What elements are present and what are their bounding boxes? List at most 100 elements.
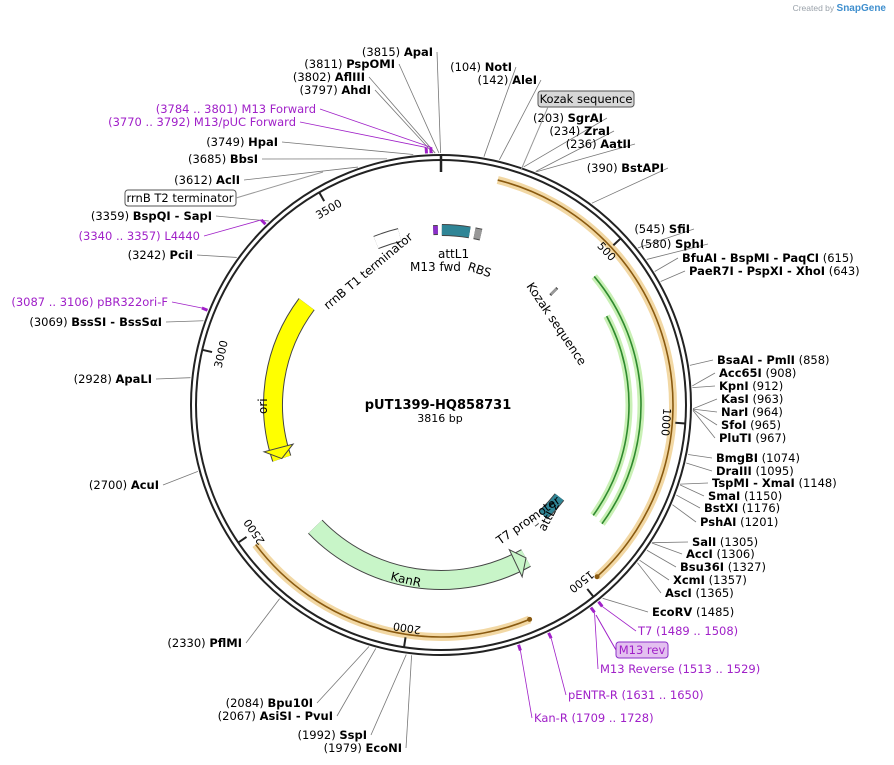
primer-site[interactable]: M13 Reverse (1513 .. 1529) [589, 606, 760, 676]
site-leader-line [654, 257, 679, 272]
primer-leader-line [602, 606, 637, 632]
restriction-site[interactable]: AccI (1306) [651, 542, 755, 561]
restriction-site[interactable]: AscI (1365) [637, 562, 734, 600]
credit-prefix: Created by [792, 3, 835, 13]
restriction-site[interactable]: SfoI (965) [692, 409, 781, 432]
site-position: (142) [477, 73, 512, 87]
site-leader-line [436, 51, 441, 154]
restriction-site[interactable]: (1992) SspI [297, 654, 407, 742]
restriction-site[interactable]: SmaI (1150) [679, 484, 782, 503]
tick-mark [403, 637, 407, 648]
restriction-site[interactable]: PaeR7I - PspXI - XhoI (643) [660, 264, 860, 282]
site-name: PspOMI [346, 57, 395, 71]
restriction-site[interactable]: Acc65I (908) [692, 366, 796, 387]
restriction-site[interactable]: (1979) EcoNI [324, 655, 413, 755]
restriction-site[interactable]: (390) BstAPI [587, 161, 669, 204]
restriction-site[interactable]: (142) AleI [477, 73, 542, 161]
ori-arrowhead [262, 443, 295, 460]
site-leader-line [374, 89, 434, 154]
primer-site[interactable]: (3784 .. 3801) M13 Forward [156, 102, 433, 154]
restriction-site[interactable]: BmgBI (1074) [688, 451, 800, 465]
site-leader-line [692, 398, 718, 410]
restriction-site[interactable]: (3612) AclI [174, 166, 358, 187]
site-label: (3242) PciI [128, 248, 193, 262]
site-position: (1074) [758, 451, 800, 465]
restriction-site[interactable]: BsaAI - PmlI (858) [689, 353, 830, 367]
restriction-site[interactable]: (104) NotI [450, 60, 517, 157]
restriction-site[interactable]: (2700) AcuI [89, 471, 199, 492]
restriction-site[interactable]: (3242) PciI [128, 248, 237, 262]
restriction-site[interactable]: (3797) AhdI [299, 83, 434, 154]
restriction-site[interactable]: DraIII (1095) [686, 462, 794, 478]
restriction-site[interactable]: (3685) BbsI [188, 152, 388, 166]
site-position: (615) [819, 251, 854, 265]
restriction-site[interactable]: SalI (1305) [652, 535, 758, 549]
restriction-site[interactable]: (2330) PflMI [167, 598, 280, 650]
site-position: (967) [752, 431, 787, 445]
restriction-site[interactable]: XcmI (1357) [639, 559, 747, 587]
restriction-site[interactable]: (3749) HpaI [206, 135, 414, 155]
restriction-site[interactable]: (3802) AflIII [293, 70, 436, 154]
primer-site[interactable]: (3340 .. 3357) L4440 [79, 218, 267, 243]
primer-label: (3770 .. 3792) M13/pUC Forward [108, 115, 296, 129]
primer-site[interactable]: (3087 .. 3106) pBR322ori-F [11, 295, 209, 312]
site-name: HpaI [248, 135, 278, 149]
restriction-site[interactable]: EcoRV (1485) [602, 597, 735, 619]
site-label: XcmI (1357) [673, 573, 747, 587]
site-name: SspI [339, 728, 367, 742]
restriction-site[interactable]: (2067) AsiSI - PvuI [218, 648, 377, 723]
restriction-site[interactable]: (236) AatII [536, 137, 636, 173]
site-leader-line [646, 549, 677, 568]
primer-leader-line [203, 219, 262, 237]
restriction-site[interactable]: (3069) BssSI - BssSαI [29, 315, 204, 329]
label-rrnb-t1: rrnB T1 terminator [321, 230, 416, 313]
restriction-site[interactable]: (3359) BspQI - SapI [91, 209, 269, 223]
primer-site[interactable]: pENTR-R (1631 .. 1650) [547, 632, 704, 702]
restriction-site[interactable]: (3815) ApaI [362, 45, 441, 154]
site-leader-line [591, 167, 669, 204]
site-label: BstXI (1176) [704, 501, 780, 515]
primer-layer: (3784 .. 3801) M13 Forward(3770 .. 3792)… [11, 102, 760, 725]
restriction-site[interactable]: BstXI (1176) [676, 494, 780, 515]
site-name: AclI [216, 173, 240, 187]
site-position: (1979) [324, 741, 366, 755]
site-name: AleI [512, 73, 537, 87]
restriction-site[interactable]: (3811) PspOMI [304, 57, 440, 154]
site-leader-line [651, 542, 683, 555]
primer-site[interactable]: Kan-R (1709 .. 1728) [517, 644, 654, 725]
site-name: SphI [675, 237, 704, 251]
restriction-site[interactable]: PluTI (967) [692, 410, 787, 445]
tick-label: 2000 [392, 619, 422, 636]
restriction-site[interactable]: KasI (963) [692, 392, 783, 410]
site-position: (858) [795, 353, 830, 367]
site-position: (1176) [738, 501, 780, 515]
restriction-site[interactable]: (234) ZraI [535, 124, 615, 172]
orf-layer [252, 176, 677, 641]
site-label: BfuAI - BspMI - PaqCI (615) [682, 251, 854, 265]
site-position: (1357) [705, 573, 747, 587]
restriction-site[interactable]: TspMI - XmaI (1148) [680, 476, 837, 490]
restriction-site[interactable]: BfuAI - BspMI - PaqCI (615) [654, 251, 854, 272]
primer-leader-line [550, 638, 567, 696]
site-name: BspQI - SapI [133, 209, 212, 223]
primer-mark [597, 600, 604, 608]
restriction-site[interactable]: (545) SfiI [634, 222, 695, 249]
restriction-site[interactable]: NarI (964) [692, 405, 783, 419]
restriction-site[interactable]: (2928) ApaLI [74, 372, 191, 386]
site-leader-line [680, 482, 709, 485]
primer-site[interactable]: T7 (1489 .. 1508) [597, 600, 738, 638]
restriction-site[interactable]: Bsu36I (1327) [646, 549, 766, 574]
restriction-site[interactable]: KpnI (912) [692, 379, 783, 393]
site-position: (1305) [716, 535, 758, 549]
primer-site[interactable]: (3770 .. 3792) M13/pUC Forward [108, 115, 428, 154]
primer-leader-line [319, 108, 431, 148]
restriction-site[interactable]: (2084) Bpu10I [226, 646, 370, 710]
restriction-site[interactable]: (580) SphI [640, 237, 709, 260]
primer-label: Kan-R (1709 .. 1728) [534, 711, 654, 725]
restriction-site[interactable]: PshAI (1201) [672, 504, 778, 529]
orf-highlight [252, 542, 532, 641]
site-name: SmaI [708, 489, 740, 503]
site-name: Acc65I [719, 366, 762, 380]
site-leader-line [165, 320, 204, 323]
site-label: KasI (963) [721, 392, 783, 406]
